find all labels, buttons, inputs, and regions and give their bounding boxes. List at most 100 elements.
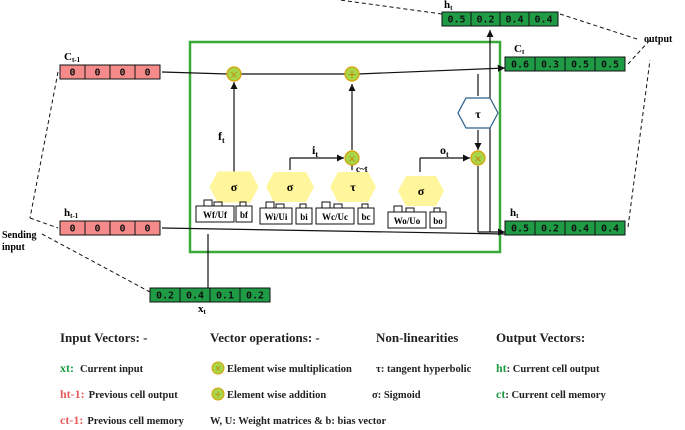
vec-x-t-value-0: 0.2 [156,291,174,302]
vector-h-right: 0.5 0.2 0.4 0.4 ht [504,207,626,236]
vec-h-right-cell-3 [594,220,626,236]
vec-x-t-label: xt [198,303,207,316]
vec-h-right-value-3: 0.4 [601,224,619,235]
vec-h-prev-cell-3 [134,220,161,236]
gate-output: σ [398,176,444,206]
vec-h-top-value-1: 0.2 [476,15,494,26]
op-mult-output: × [470,150,486,166]
bias-bc: bc [362,212,371,222]
vec-c-prev-value-1: 0 [94,68,100,79]
lstm-cell-box [188,40,502,254]
vec-c-t-label: Ct [514,43,525,56]
legend-add: Element wise addition [227,390,326,401]
vec-h-top-label: ht [444,0,453,12]
vec-c-prev-cell-3 [134,64,161,80]
op-mult-input: × [344,150,360,166]
vector-x-t: 0.2 0.4 0.1 0.2 xt [149,287,271,316]
legend-nonlin-heading: Non-linearities [376,330,458,345]
label-f: ft [218,129,225,145]
op-add-cell: + [344,66,360,82]
vec-h-top-value-0: 0.5 [447,15,465,26]
legend-ct: ct: Current cell memory [496,387,606,401]
weight-boxes: Wf/Uf bf Wi/Ui bi Wc/Uc bc Wo/Uo bo [195,205,447,229]
weight-taps [203,199,441,212]
legend-ht: ht: Current cell output [496,361,600,375]
vec-c-t-value-3: 0.5 [601,60,619,71]
svg-text:×: × [230,70,238,81]
vec-c-t-value-2: 0.5 [571,60,589,71]
legend: Input Vectors: - xt:Current input ht-1:P… [60,330,606,427]
vec-h-right-value-0: 0.5 [511,224,529,235]
vec-h-top-value-3: 0.4 [534,15,552,26]
vec-x-t-value-3: 0.2 [246,291,264,302]
vector-h-top: 0.5 0.2 0.4 0.4 ht [441,0,559,27]
vec-h-prev-label: ht-1 [64,207,79,220]
weight-wf: Wf/Uf [203,210,228,220]
legend-tanh: τ: tangent hyperbolic [376,364,472,375]
svg-text:σ: σ [287,180,294,194]
vec-h-prev-value-2: 0 [119,224,125,235]
legend-sigmoid: σ: Sigmoid [372,390,421,401]
vec-h-right-value-1: 0.2 [541,224,559,235]
gate-candidate: τ [330,172,376,202]
legend-mult: Element wise multiplication [227,364,352,375]
label-i: it [312,143,318,159]
vector-h-prev: 0 0 0 0 ht-1 [59,207,161,236]
tanh-output-hexagon [457,97,499,129]
label-o: ot [440,143,449,159]
legend-input-heading: Input Vectors: - [60,330,147,345]
vec-c-prev-label: Ct-1 [64,51,81,64]
label-sending: Sending [2,230,36,241]
legend-ct1: ct-1:Previous cell memory [60,413,185,427]
legend-ht1: ht-1:Previous cell output [60,387,178,401]
op-mult-forget: × [226,66,242,82]
svg-text:×: × [348,154,356,165]
vec-c-prev-value-3: 0 [144,68,150,79]
vec-h-top-value-2: 0.4 [505,15,523,26]
label-output: output [644,34,673,45]
gate-input: σ [266,172,314,202]
legend-output-heading: Output Vectors: [496,330,585,345]
legend-weights: W, U: Weight matrices & b: bias vector [210,416,386,427]
vec-h-right-value-2: 0.4 [571,224,589,235]
vec-c-prev-value-0: 0 [69,68,75,79]
bias-bi: bi [300,212,308,222]
vec-h-prev-value-3: 0 [144,224,150,235]
tanh-output-symbol: τ [475,107,481,121]
gate-forget: σ [209,171,259,203]
svg-text:×: × [474,154,482,165]
vec-x-t-value-2: 0.1 [216,291,234,302]
weight-wi: Wi/Ui [265,212,288,222]
vec-c-prev-value-2: 0 [119,68,125,79]
vec-c-t-value-1: 0.3 [541,60,559,71]
vec-c-t-value-0: 0.6 [511,60,529,71]
vector-c-t: 0.6 0.3 0.5 0.5 Ct [504,43,626,72]
multiply-op-icon [211,361,225,375]
vec-c-t-cell-3 [594,56,626,72]
vec-h-right-label: ht [510,207,519,220]
bias-bf: bf [240,210,249,220]
legend-ops-heading: Vector operations: - [210,330,320,345]
vector-c-prev: 0 0 0 0 Ct-1 [59,51,161,80]
weight-wc: Wc/Uc [322,212,348,222]
svg-text:τ: τ [350,180,356,194]
vec-h-top-cell-3 [528,11,559,27]
bias-bo: bo [433,216,443,226]
vec-x-t-cell-3 [239,287,271,303]
add-op-icon [211,387,225,401]
svg-text:+: + [347,68,356,81]
svg-text:σ: σ [231,180,238,194]
vec-h-prev-value-1: 0 [94,224,100,235]
signal-lines [161,30,506,288]
svg-text:σ: σ [418,184,425,198]
label-input: input [2,242,25,253]
svg-text:×: × [215,364,222,373]
weight-wo: Wo/Uo [394,216,421,226]
svg-text:+: + [215,390,222,399]
dashed-connectors [29,0,651,293]
vec-x-t-value-1: 0.4 [186,291,204,302]
vec-h-prev-value-0: 0 [69,224,75,235]
label-ctilde: c~t [356,164,368,174]
